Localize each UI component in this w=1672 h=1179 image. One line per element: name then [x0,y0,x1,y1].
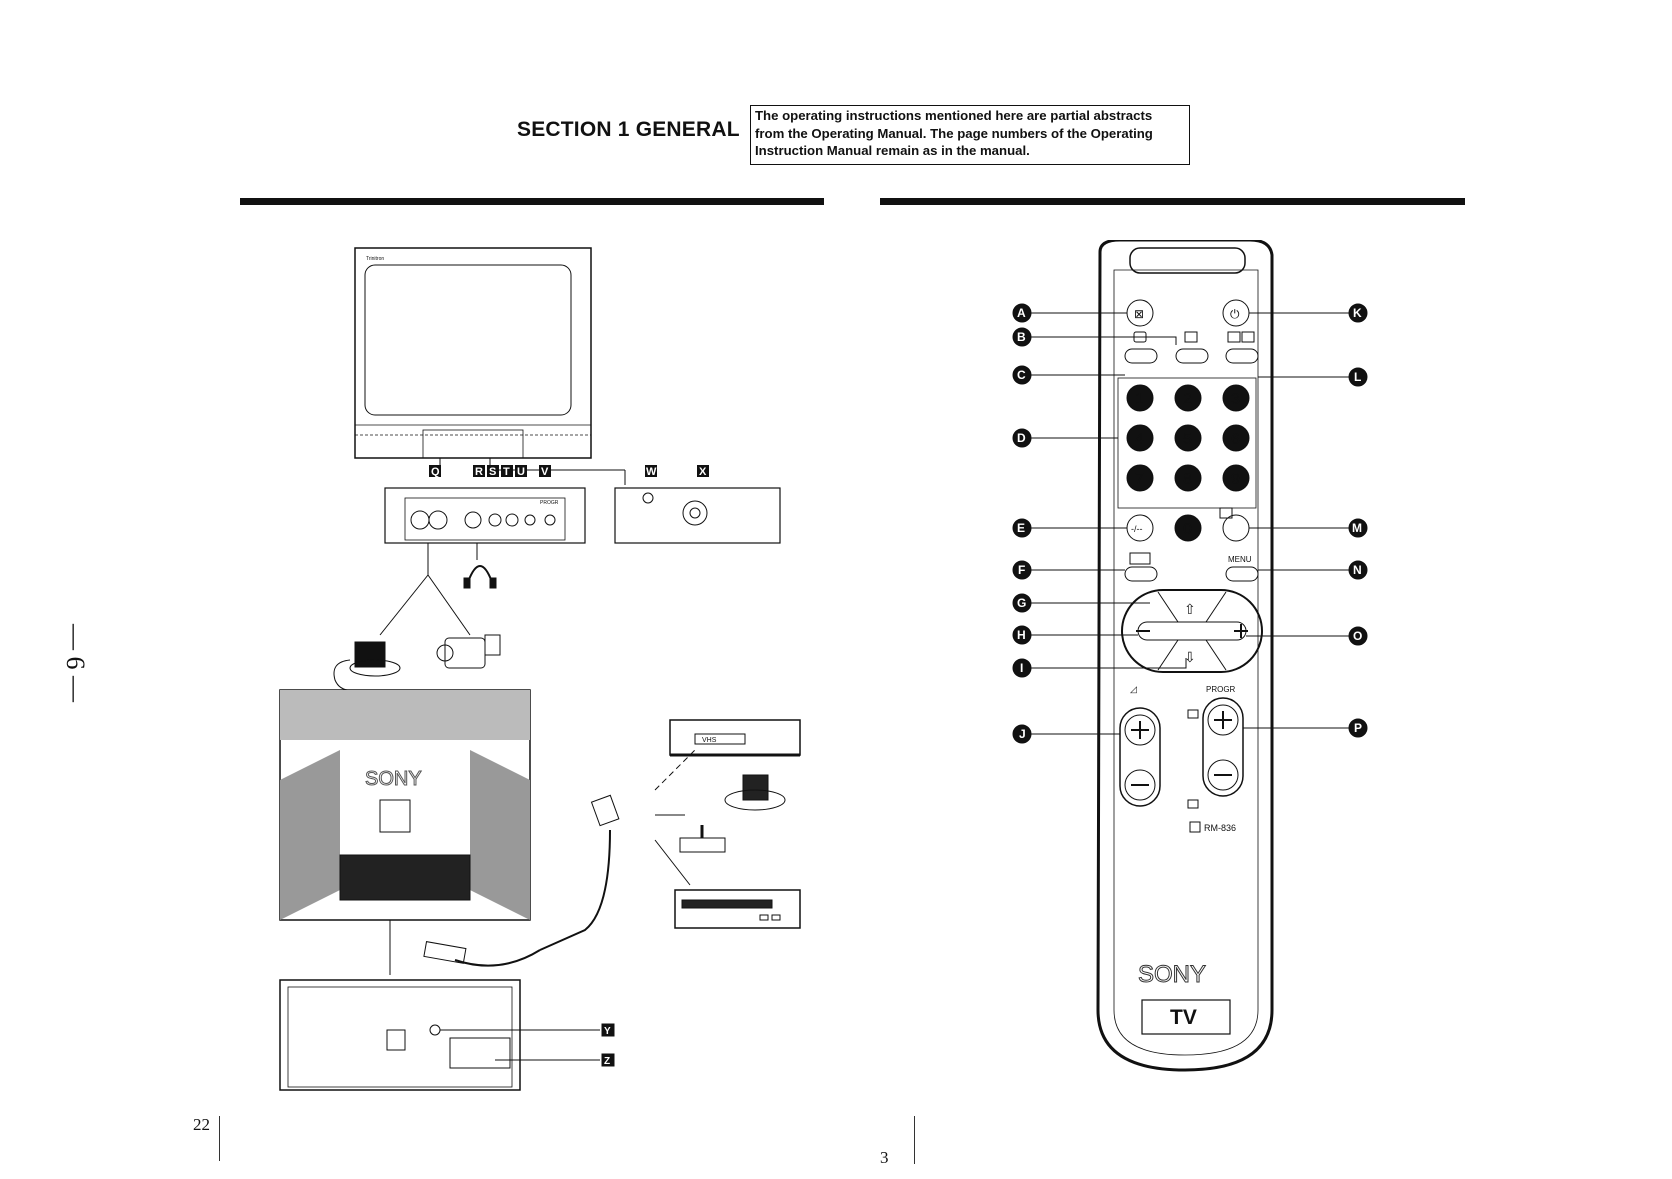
page-number-right: 3 [880,1148,889,1167]
callout-h: H [1017,628,1026,642]
svg-text:⊠: ⊠ [1134,307,1144,321]
front-panel-labels: Q R S T U V W X [429,465,709,478]
callout-p: P [1354,721,1362,735]
digit-1-button[interactable] [1126,384,1154,412]
game-pad-icon [333,641,401,691]
digit-8-button[interactable] [1174,464,1202,492]
digit-9-label: 9 [1231,471,1240,488]
digit-0-label: 0 [1183,521,1192,538]
callout-a: A [1017,306,1026,320]
tv-label: TV [1170,1006,1197,1029]
digit-4-label: 4 [1135,431,1144,448]
label-r: R [475,466,483,478]
tv-mode-button[interactable] [1124,348,1158,364]
remote-brand: SONY [1138,961,1206,988]
page-number-left: 22 [193,1115,210,1134]
info-button[interactable] [1222,514,1250,542]
digit-5-button[interactable] [1174,424,1202,452]
menu-button[interactable] [1225,566,1259,582]
vcr-top: VHS [669,719,801,757]
tv-diagram: Trinitron Q R S T U V W X PROGR [279,247,801,1091]
label-x: X [699,466,707,478]
digit-3-button[interactable] [1222,384,1250,412]
tv-label-box [1141,999,1231,1035]
callout-c: C [1017,368,1026,382]
label-t: T [503,466,510,478]
front-progr-label: PROGR [540,500,559,506]
digit-2-button[interactable] [1174,384,1202,412]
label-s: S [489,466,496,478]
digit-1-label: 1 [1135,391,1144,408]
callout-f: F [1018,563,1025,577]
remote-callouts-right: K L M N O P [1243,303,1368,738]
callout-j: J [1019,727,1026,741]
tv-front-brand: Trinitron [366,256,384,262]
rule-left [240,198,824,205]
label-u: U [517,466,525,478]
callout-b: B [1017,330,1026,344]
digit-0-button[interactable] [1174,514,1202,542]
remote-progr-label: PROGR [1206,685,1236,694]
digit-6-button[interactable] [1222,424,1250,452]
vhs-label: VHS [702,737,717,744]
digit-9-button[interactable] [1222,464,1250,492]
teletext-button[interactable] [1175,348,1209,364]
label-z: Z [604,1056,610,1067]
svg-text:⇩: ⇩ [1184,649,1196,665]
digit-8-label: 8 [1183,471,1192,488]
svg-text:⇧: ⇧ [1184,601,1196,617]
remote-body [1096,240,1274,1072]
label-v: V [541,466,549,478]
side-page-number: — 6 — [61,624,90,702]
note-box: The operating instructions mentioned her… [750,105,1190,165]
volume-rocker[interactable] [1119,707,1161,807]
digit-7-label: 7 [1135,471,1144,488]
remote-callouts-left: A B C D E F G H I J [1012,303,1187,744]
digit-3-label: 3 [1231,391,1240,408]
remote-control-diagram: ⊠ ⏻ 1 2 3 4 5 6 7 8 9 0 -/-- MENU [1012,240,1368,1072]
svg-text:◿: ◿ [1130,684,1137,694]
callout-k: K [1353,306,1362,320]
page-divider-left [219,1116,220,1161]
camcorder-icon [436,634,501,669]
callout-l: L [1354,370,1361,384]
joystick-icon [679,774,786,853]
double-digit-label: -/-- [1131,524,1143,534]
digit-6-label: 6 [1231,431,1240,448]
input-button[interactable] [1225,348,1259,364]
model-label: RM-836 [1204,823,1236,833]
digit-7-button[interactable] [1126,464,1154,492]
rear-panel-detail: Y Z [279,979,615,1091]
callout-e: E [1017,521,1025,535]
section-title: SECTION 1 GENERAL [517,118,740,141]
callout-d: D [1017,431,1026,445]
vcr-bottom [674,889,801,929]
label-q: Q [431,466,440,478]
label-y: Y [604,1026,611,1037]
callout-i: I [1020,661,1023,675]
label-w: W [646,466,657,478]
menu-label: MENU [1228,555,1252,564]
page-divider-right [914,1116,915,1164]
digit-4-button[interactable] [1126,424,1154,452]
digit-5-label: 5 [1183,431,1192,448]
callout-g: G [1017,596,1026,610]
digit-2-label: 2 [1183,391,1192,408]
front-connector-panel: PROGR [384,487,586,544]
callout-m: M [1352,521,1362,535]
tv-rear: SONY [279,689,531,921]
picture-mode-button[interactable] [1124,566,1158,582]
rule-right [880,198,1465,205]
tv-front: Trinitron [354,247,592,459]
headphones-icon [467,565,493,583]
rear-brand: SONY [365,768,422,790]
callout-o: O [1353,629,1362,643]
svg-text:⏻: ⏻ [1230,307,1240,321]
navigation-pad[interactable]: ⇧ ⇩ [1121,589,1263,673]
digit-keypad: 1 2 3 4 5 6 7 8 9 0 [1126,384,1250,542]
program-rocker[interactable] [1202,697,1244,797]
callout-n: N [1353,563,1362,577]
power-panel [614,487,781,544]
